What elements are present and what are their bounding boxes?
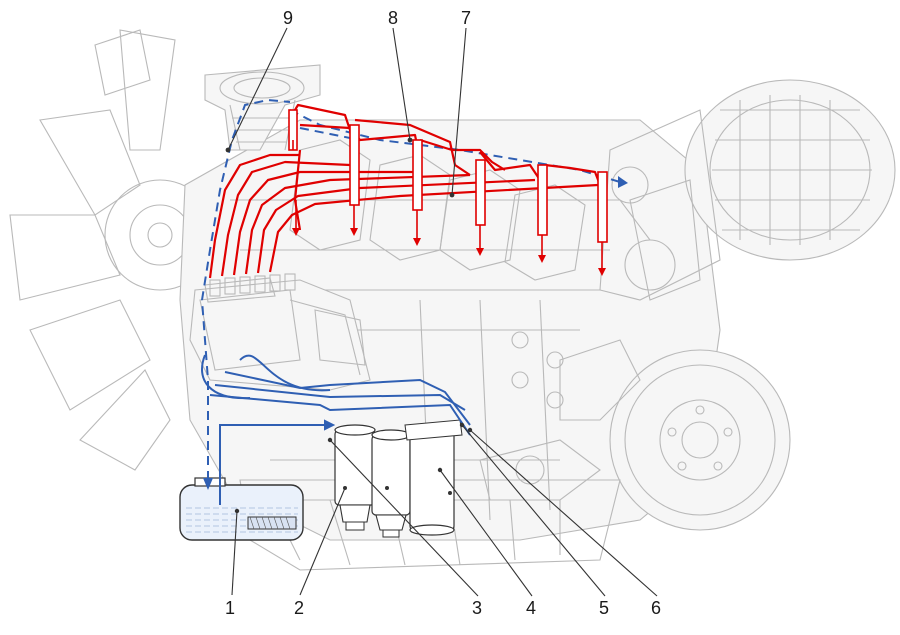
callout-8: 8 (388, 8, 398, 28)
injector-1 (288, 109, 298, 151)
callout-leaders (225, 27, 658, 597)
cooling-fan (9, 29, 216, 471)
callout-labels: 9 8 7 1 2 3 4 5 6 (225, 8, 661, 618)
callout-7: 7 (461, 8, 471, 28)
fuel-filter-fine (404, 419, 463, 536)
return-arrow-end (618, 176, 628, 188)
fuel-filter-secondary (371, 429, 411, 538)
callout-6: 6 (651, 598, 661, 618)
injector-2 (349, 124, 360, 228)
return-arrow-tank (203, 478, 213, 490)
engine-outline (9, 29, 896, 571)
injector-3 (412, 139, 423, 238)
injector-4 (475, 159, 486, 248)
injector-tip-arrows (292, 228, 606, 276)
callout-4: 4 (526, 598, 536, 618)
injector-6 (597, 171, 608, 268)
callout-1: 1 (225, 598, 235, 618)
fuel-filter-primary (334, 424, 376, 531)
fuel-injectors (288, 109, 608, 268)
low-pressure-fuel-lines (201, 354, 471, 505)
callout-5: 5 (599, 598, 609, 618)
callout-9: 9 (283, 8, 293, 28)
callout-3: 3 (472, 598, 482, 618)
fuel-tank (179, 477, 304, 541)
callout-2: 2 (294, 598, 304, 618)
injector-5 (537, 164, 548, 255)
